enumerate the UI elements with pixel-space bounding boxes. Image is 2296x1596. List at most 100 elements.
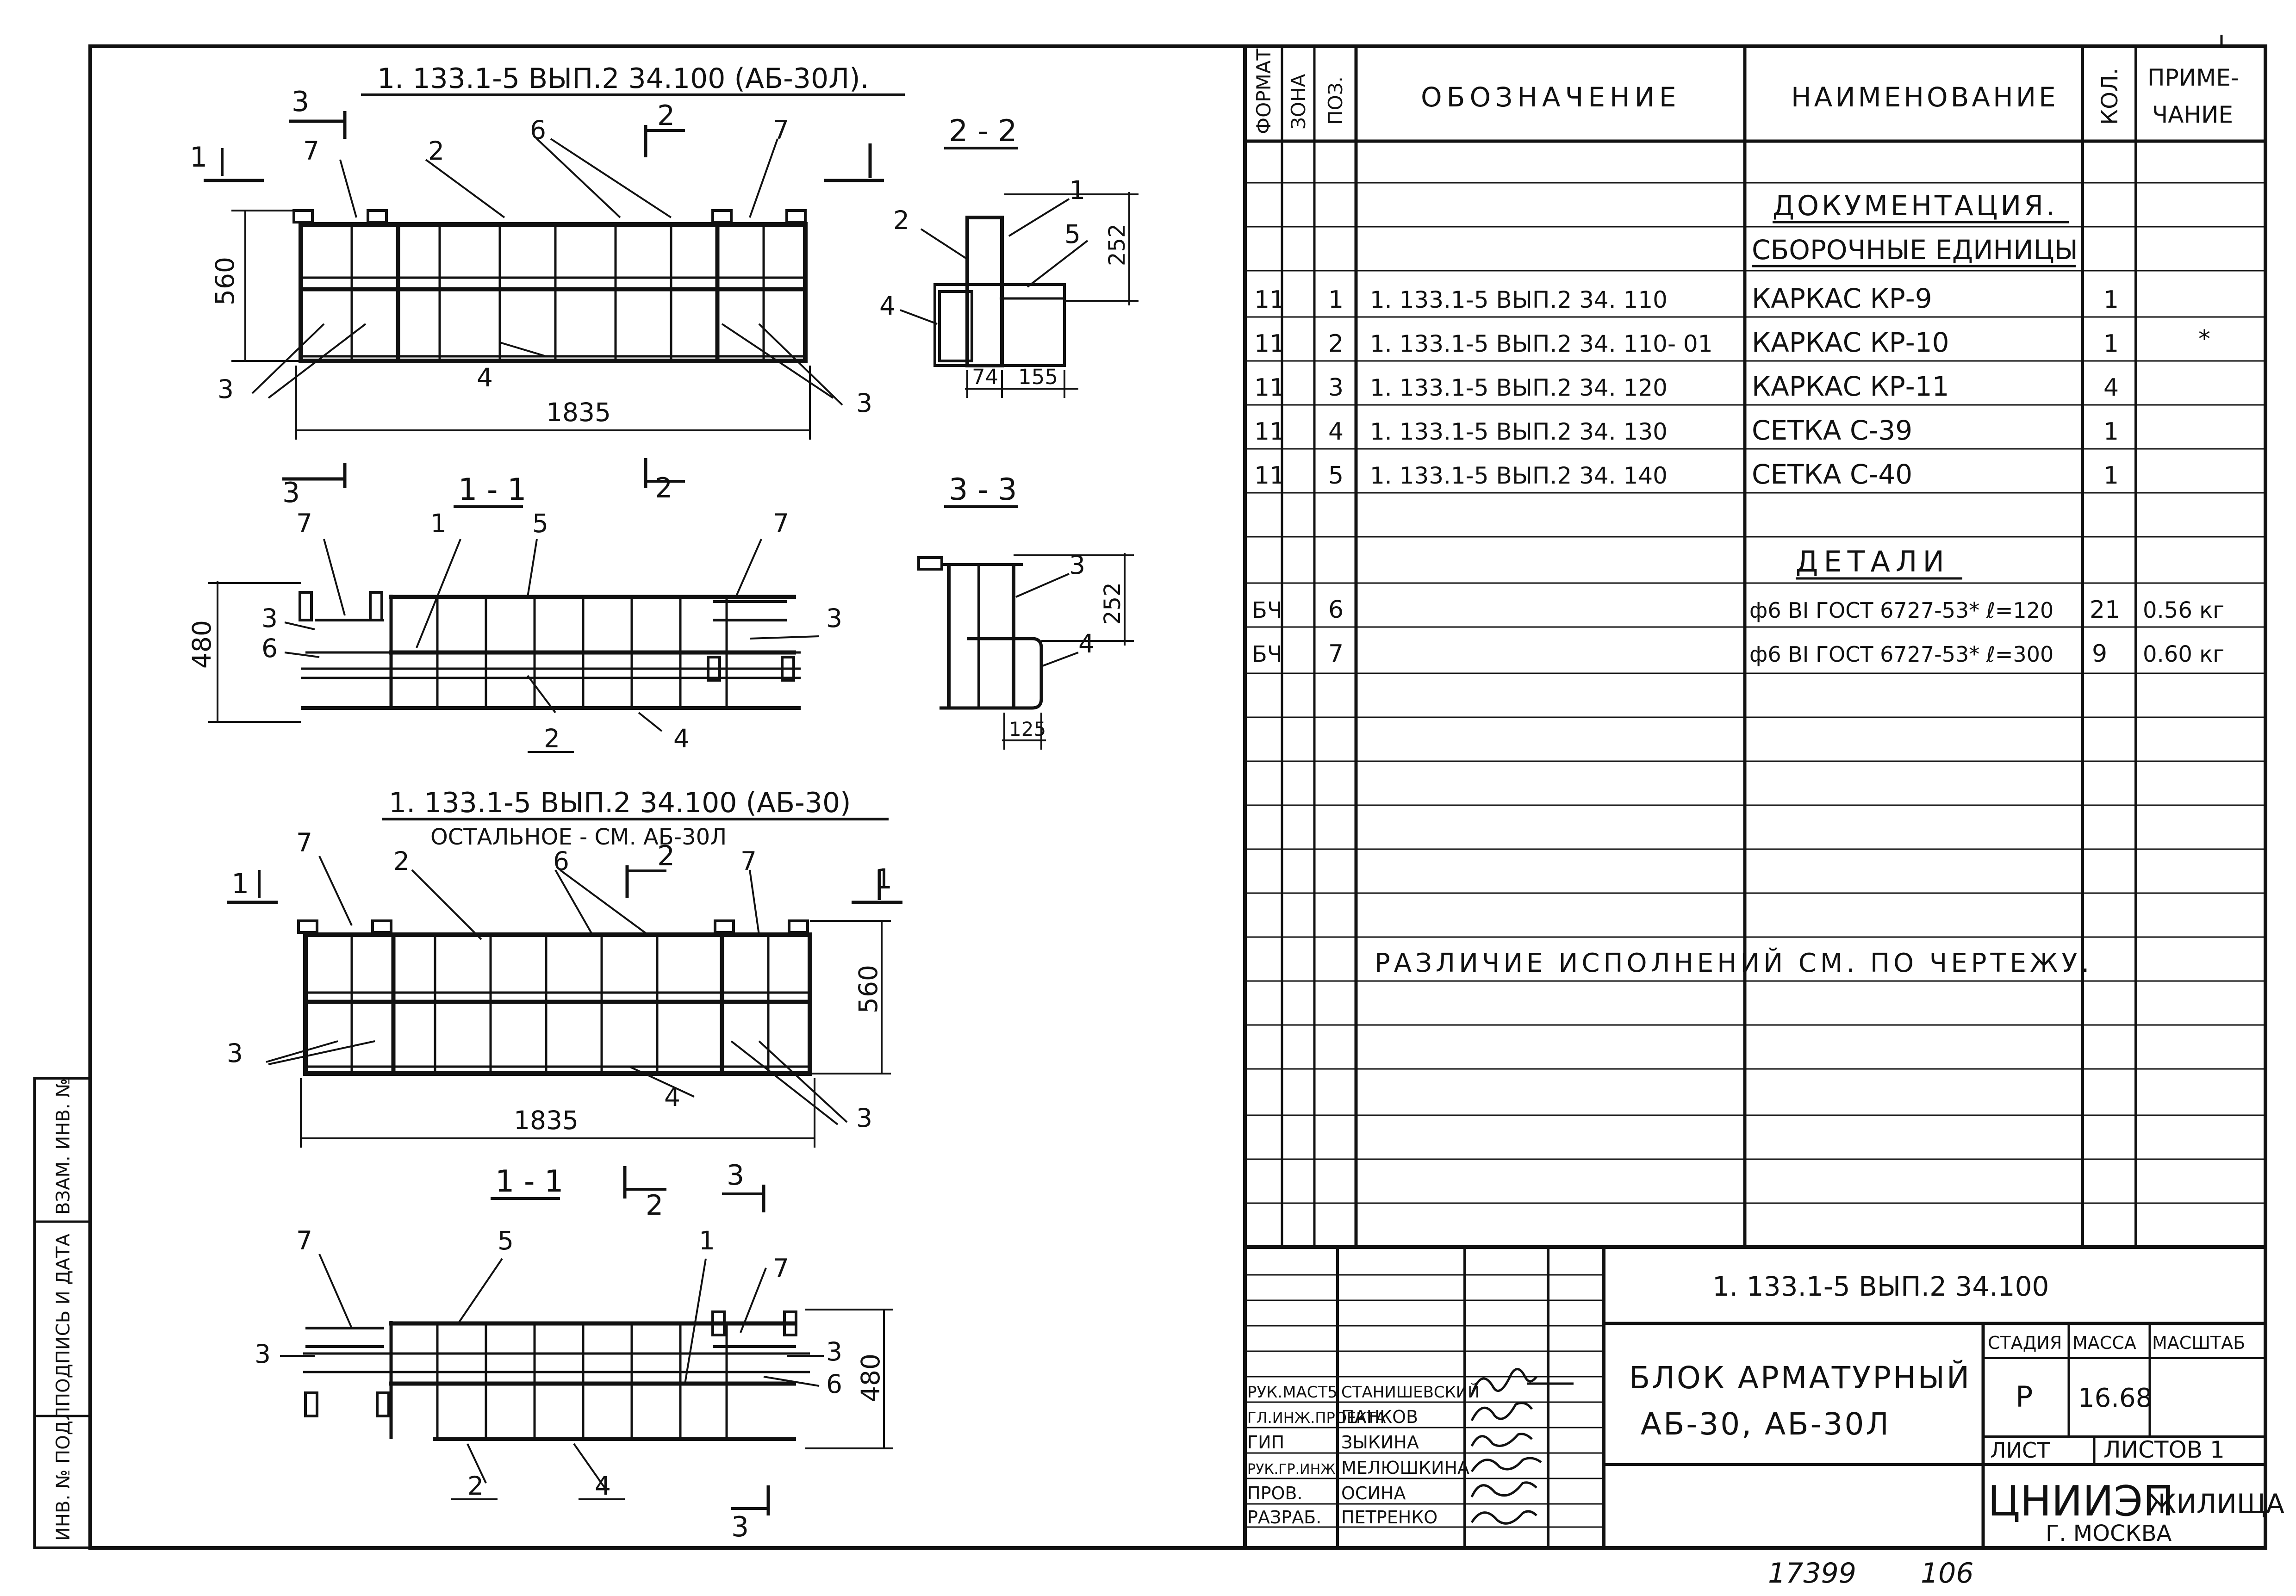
pos-4-c: 4 xyxy=(879,291,896,321)
tb-org-logo: ЦНИИЭП xyxy=(1988,1477,2174,1526)
pos-2-a: 2 xyxy=(428,136,444,166)
mid-subtitle: ОСТАЛЬНОЕ - СМ. АБ-30Л xyxy=(430,824,727,850)
spec-row-5: 11 5 1. 133.1-5 ВЫП.2 34. 140 СЕТКА С-40… xyxy=(1254,459,2119,490)
section-1-1-label-b: 1 - 1 xyxy=(495,1164,564,1199)
pos-4-d: 4 xyxy=(1078,629,1095,658)
section-2-2-view: 252 74 155 1 2 5 4 xyxy=(879,175,1139,398)
section-1-1-upper: 480 7 1 5 7 3 6 3 2 4 xyxy=(187,509,842,753)
staff-role-1: РУК.МАСТ5 xyxy=(1247,1383,1338,1402)
section-3-3-label: 3 - 3 xyxy=(949,472,1017,507)
row6-format: БЧ xyxy=(1252,597,1282,623)
pos-7-e: 7 xyxy=(296,828,312,857)
pos-6-b: 6 xyxy=(261,633,278,663)
plan-view-ab30: 1 1 2 560 xyxy=(227,828,902,1148)
pos-3-i: 3 xyxy=(826,1337,842,1366)
staff-role-2: ГЛ.ИНЖ.ПРОЕКТА xyxy=(1247,1409,1386,1427)
row7-name: ф6 BI ГОСТ 6727-53* ℓ=300 xyxy=(1749,642,2053,667)
mid-title: 1. 133.1-5 ВЫП.2 34.100 (АБ-30) xyxy=(389,787,851,819)
pos-4-f: 4 xyxy=(595,1471,611,1501)
pos-3-h: 3 xyxy=(255,1339,271,1369)
sec-mark-2-lower: 2 xyxy=(646,1189,663,1222)
pos-6-c: 6 xyxy=(553,846,569,876)
row5-designation: 1. 133.1-5 ВЫП.2 34. 140 xyxy=(1370,462,1668,489)
pos-7-f: 7 xyxy=(740,846,757,876)
top-title: 1. 133.1-5 ВЫП.2 34.100 (АБ-30Л). xyxy=(377,62,869,95)
row2-format: 11 xyxy=(1254,330,1285,358)
sec-assemblies: СБОРОЧНЫЕ ЕДИНИЦЫ xyxy=(1752,234,2078,266)
drawing-area: 1. 133.1-5 ВЫП.2 34.100 (АБ-30Л). 3 1 2 xyxy=(187,62,1139,1543)
spec-row-1: 11 1 1. 133.1-5 ВЫП.2 34. 110 КАРКАС КР-… xyxy=(1254,283,2119,314)
pos-4-b: 4 xyxy=(673,724,690,753)
dim-480-b: 480 xyxy=(856,1354,885,1402)
plan-view-ab30l: 560 1835 7 2 6 7 3 4 3 xyxy=(210,115,872,440)
pos-2-d: 2 xyxy=(393,846,410,876)
spec-detail-row-6: БЧ 6 ф6 BI ГОСТ 6727-53* ℓ=120 21 0.56 к… xyxy=(1252,596,2224,624)
pos-3-c: 3 xyxy=(261,603,278,633)
staff-name-3: ЗЫКИНА xyxy=(1341,1432,1419,1453)
section-3-3-view: 252 125 3 4 xyxy=(917,550,1134,750)
pos-5-c: 5 xyxy=(498,1226,514,1255)
tb-org-2: ЖИЛИЩА xyxy=(2147,1488,2284,1520)
row4-qty: 1 xyxy=(2103,418,2119,446)
section-1-1-lower: 480 7 5 1 7 3 3 6 2 4 3 xyxy=(255,1226,893,1543)
sec-details: ДЕТАЛИ xyxy=(1796,545,1950,578)
section-2-2-label: 2 - 2 xyxy=(949,114,1017,149)
tb-mass: 16.68 xyxy=(2078,1383,2152,1413)
row6-name: ф6 BI ГОСТ 6727-53* ℓ=120 xyxy=(1749,598,2053,623)
tb-name-1: БЛОК АРМАТУРНЫЙ xyxy=(1629,1360,1971,1396)
tb-sheet: ЛИСТ xyxy=(1990,1438,2050,1463)
row2-name: КАРКАС КР-10 xyxy=(1752,327,1949,358)
footer-page: 106 xyxy=(1921,1557,1974,1590)
pos-1-b: 1 xyxy=(1069,175,1085,205)
pos-3-b: 3 xyxy=(856,388,872,418)
pos-3-e: 3 xyxy=(1069,550,1085,580)
title-block xyxy=(1245,1247,2265,1548)
pos-5-b: 5 xyxy=(1064,219,1081,249)
row5-pos: 5 xyxy=(1328,462,1344,490)
tb-sheets: ЛИСТОВ 1 xyxy=(2103,1436,2225,1463)
hdr-designation: ОБОЗНАЧЕНИЕ xyxy=(1421,81,1681,113)
pos-4-a: 4 xyxy=(477,363,493,392)
pos-6-a: 6 xyxy=(530,115,546,145)
dim-1835-a: 1835 xyxy=(546,397,611,427)
row7-note: 0.60 кг xyxy=(2143,641,2224,667)
dim-560-a: 560 xyxy=(210,257,240,305)
tb-code: 1. 133.1-5 ВЫП.2 34.100 xyxy=(1712,1271,2049,1302)
pos-3-d: 3 xyxy=(826,603,842,633)
row7-qty: 9 xyxy=(2092,640,2107,668)
sec-mark-1-left-b: 1 xyxy=(231,868,249,900)
pos-7-a: 7 xyxy=(303,136,319,166)
dim-1835-b: 1835 xyxy=(514,1105,579,1135)
pos-3-g: 3 xyxy=(856,1103,872,1133)
staff-role-4: РУК.ГР.ИНЖ xyxy=(1247,1461,1335,1478)
pos-7-d: 7 xyxy=(773,509,789,538)
pos-7-h: 7 xyxy=(773,1254,789,1283)
sheet-frame xyxy=(88,44,2267,1550)
sec-mark-1-left: 1 xyxy=(190,141,207,174)
row6-qty: 21 xyxy=(2090,596,2120,624)
hdr-note-2: ЧАНИЕ xyxy=(2152,101,2233,128)
staff-name-1: СТАНИШЕВСКИЙ xyxy=(1341,1383,1480,1402)
dim-480-a: 480 xyxy=(187,620,217,669)
side-stamp-inv: ИНВ. № ПОДЛ. xyxy=(53,1401,74,1541)
pos-7-c: 7 xyxy=(296,509,312,538)
pos-2-b: 2 xyxy=(544,724,560,753)
dim-125: 125 xyxy=(1009,718,1046,740)
staff-role-5: ПРОВ. xyxy=(1247,1483,1303,1503)
row3-name: КАРКАС КР-11 xyxy=(1752,371,1949,402)
specification-table: ФОРМАТ ЗОНА ПОЗ. ОБОЗНАЧЕНИЕ НАИМЕНОВАНИ… xyxy=(1243,46,2265,1548)
row6-note: 0.56 кг xyxy=(2143,597,2224,623)
row4-format: 11 xyxy=(1254,418,1285,446)
row2-designation: 1. 133.1-5 ВЫП.2 34. 110- 01 xyxy=(1370,330,1713,357)
staff-name-5: ОСИНА xyxy=(1341,1483,1406,1503)
row6-pos: 6 xyxy=(1328,596,1344,624)
pos-7-g: 7 xyxy=(296,1226,312,1255)
sec-mark-2-top: 2 xyxy=(657,99,675,132)
spec-remark: РАЗЛИЧИЕ ИСПОЛНЕНИЙ СМ. ПО ЧЕРТЕЖУ. xyxy=(1375,948,2093,978)
dim-252-b: 252 xyxy=(1100,582,1126,625)
sec-documentation: ДОКУМЕНТАЦИЯ. xyxy=(1773,190,2058,222)
spec-row-2: 11 2 1. 133.1-5 ВЫП.2 34. 110- 01 КАРКАС… xyxy=(1254,325,2210,358)
dim-74: 74 xyxy=(972,365,998,389)
tb-staff: РУК.МАСТ5 СТАНИШЕВСКИЙ ГЛ.ИНЖ.ПРОЕКТА ПА… xyxy=(1247,1383,1480,1528)
